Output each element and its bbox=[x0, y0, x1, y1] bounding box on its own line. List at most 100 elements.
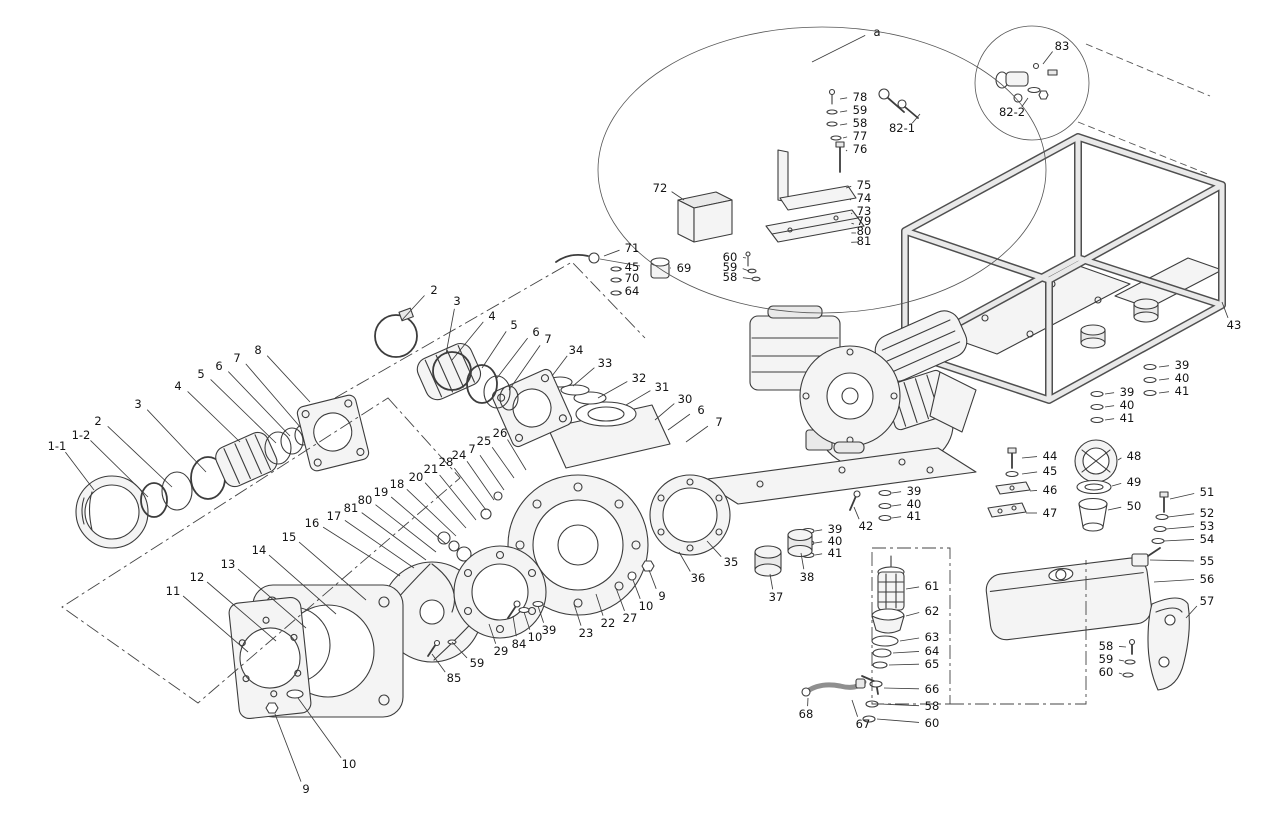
leader-line bbox=[839, 97, 848, 100]
leader-line bbox=[1107, 506, 1122, 511]
leader-line bbox=[245, 363, 302, 429]
key-set bbox=[878, 88, 919, 119]
leader-line bbox=[899, 637, 920, 642]
leader-line bbox=[573, 603, 582, 626]
fuel-cap-parts bbox=[1074, 439, 1118, 532]
part-label: 10 bbox=[639, 599, 654, 613]
drain-plug bbox=[265, 689, 304, 714]
leader-line bbox=[845, 185, 852, 189]
leader-line bbox=[431, 653, 446, 673]
part-label: 7 bbox=[715, 415, 722, 429]
leader-line bbox=[1163, 538, 1195, 542]
leader-line bbox=[451, 641, 468, 659]
leader-line bbox=[451, 321, 484, 361]
control-bracket-parts bbox=[555, 88, 919, 296]
part-label: 35 bbox=[724, 555, 739, 569]
inlet-hose-lower bbox=[75, 394, 370, 549]
part-label: 80 bbox=[358, 493, 373, 507]
part-label: 7 bbox=[468, 442, 475, 456]
leader-line bbox=[625, 390, 651, 406]
leader-line bbox=[274, 713, 302, 782]
part-label: 60 bbox=[1099, 665, 1114, 679]
leader-line bbox=[632, 579, 641, 599]
part-label: 60 bbox=[925, 716, 940, 730]
part-label: 39 bbox=[907, 484, 922, 498]
part-label: 31 bbox=[655, 380, 670, 394]
fuel-filter-parts bbox=[861, 555, 905, 723]
part-label: 71 bbox=[625, 241, 640, 255]
part-label: 81 bbox=[857, 234, 872, 248]
leader-line bbox=[210, 379, 277, 444]
part-label: 60 bbox=[723, 250, 738, 264]
part-label: 85 bbox=[447, 671, 462, 685]
part-label: 59 bbox=[1099, 652, 1114, 666]
leader-line bbox=[905, 586, 920, 590]
part-label: 24 bbox=[452, 448, 467, 462]
leader-line bbox=[671, 191, 685, 201]
leader-line bbox=[1042, 51, 1053, 65]
part-label: 45 bbox=[625, 260, 640, 274]
pump-cover bbox=[453, 545, 547, 639]
inlet-hose-upper bbox=[374, 307, 519, 411]
part-label: 50 bbox=[1127, 499, 1142, 513]
leader-line bbox=[1158, 378, 1170, 381]
part-label: 49 bbox=[1127, 475, 1142, 489]
part-label: 7 bbox=[233, 351, 240, 365]
part-label: 63 bbox=[925, 630, 940, 644]
leader-line bbox=[769, 573, 774, 590]
leader-line bbox=[845, 149, 848, 152]
washer-stack bbox=[1143, 363, 1157, 397]
part-label: 11 bbox=[166, 584, 181, 598]
leader-line bbox=[839, 123, 848, 126]
leader-line bbox=[344, 520, 415, 569]
part-label: 14 bbox=[252, 543, 267, 557]
engine bbox=[749, 305, 977, 474]
leader-line bbox=[90, 440, 149, 498]
leader-line bbox=[1158, 391, 1170, 394]
part-label: 16 bbox=[305, 516, 320, 530]
callout-ellipse bbox=[597, 26, 1047, 314]
part-label: 59 bbox=[470, 656, 485, 670]
leader-line bbox=[892, 650, 920, 654]
part-label: 58 bbox=[925, 699, 940, 713]
leader-line bbox=[424, 482, 467, 529]
part-label: 64 bbox=[925, 644, 940, 658]
part-label: 72 bbox=[653, 181, 668, 195]
leader-line bbox=[406, 488, 457, 537]
part-label: 21 bbox=[424, 462, 439, 476]
part-label: 40 bbox=[1120, 398, 1135, 412]
washer-stack bbox=[878, 489, 892, 522]
leader-line bbox=[572, 367, 595, 387]
part-label: 62 bbox=[925, 604, 940, 618]
leader-line bbox=[507, 439, 527, 471]
part-label: 42 bbox=[859, 519, 874, 533]
part-label: 3 bbox=[453, 294, 460, 308]
part-label: 6 bbox=[215, 359, 222, 373]
part-label: 37 bbox=[769, 590, 784, 604]
leader-line bbox=[654, 403, 675, 421]
leader-line bbox=[439, 474, 477, 521]
leader-line bbox=[685, 425, 709, 443]
leader-line bbox=[1221, 301, 1229, 319]
part-label: 77 bbox=[853, 129, 868, 143]
part-label: 40 bbox=[907, 497, 922, 511]
leader-line bbox=[466, 461, 495, 501]
leader-line bbox=[508, 345, 541, 391]
part-label: 58 bbox=[1099, 639, 1114, 653]
side-panel bbox=[1147, 597, 1190, 691]
leader-line bbox=[375, 504, 437, 553]
part-label: 19 bbox=[374, 485, 389, 499]
part-label: 4 bbox=[488, 309, 495, 323]
leader-line bbox=[1021, 456, 1038, 459]
part-label: 57 bbox=[1200, 594, 1215, 608]
leader-line bbox=[1169, 493, 1195, 500]
leader-line bbox=[849, 198, 852, 201]
leader-line bbox=[390, 496, 447, 545]
leader-line bbox=[1104, 418, 1115, 421]
part-label: 41 bbox=[1175, 384, 1190, 398]
part-label: 53 bbox=[1200, 519, 1215, 533]
part-label: 7 bbox=[544, 332, 551, 346]
ignition-detail bbox=[995, 62, 1058, 103]
